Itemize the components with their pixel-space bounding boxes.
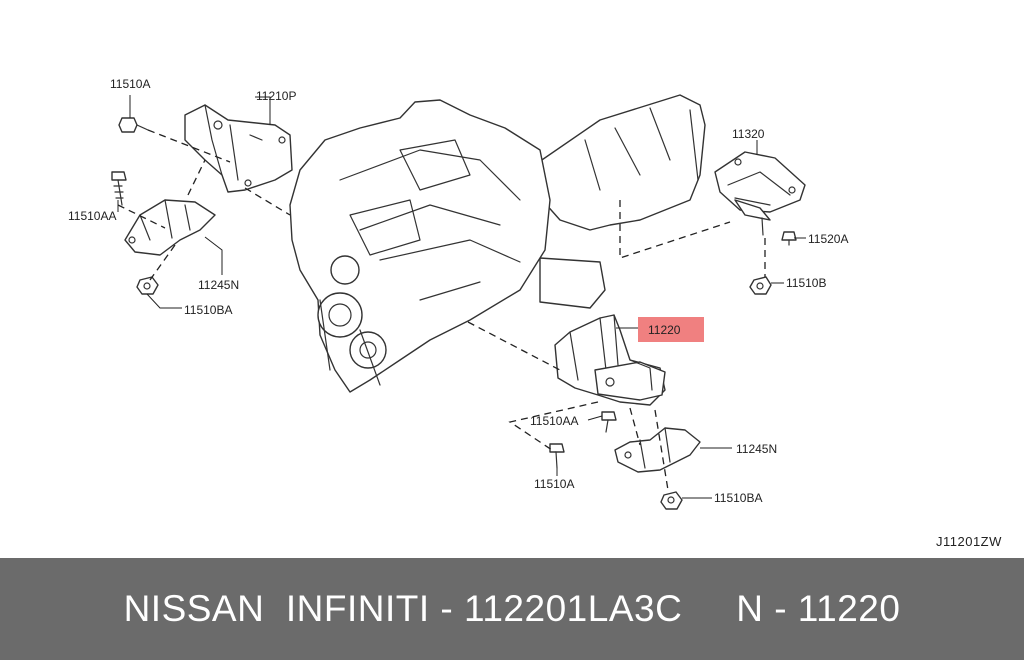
nut-11510B: [749, 276, 772, 295]
label-11510A-bottom: 11510A: [534, 477, 574, 491]
bolt-11510AA-bottom: [601, 411, 617, 433]
parts-diagram: 11510A 11210P 11510AA 11245N 11510BA 113…: [68, 77, 1002, 549]
bolt-11510A-bottom: [549, 443, 565, 469]
leader-lines: [117, 95, 806, 499]
nut-11510BA-left: [136, 276, 159, 295]
label-11510BA-left: 11510BA: [184, 303, 233, 317]
insulator-11245N-right: [614, 427, 701, 473]
bolt-11520A: [781, 231, 797, 246]
label-11510B: 11510B: [786, 276, 826, 290]
part-labels: 11510A 11210P 11510AA 11245N 11510BA 113…: [68, 77, 848, 505]
label-11220: 11220: [648, 323, 681, 337]
bolt-11510AA-left: [111, 171, 127, 206]
label-11510A-top: 11510A: [110, 77, 150, 91]
footer-part-info: NISSAN INFINITI - 112201LA3C N - 11220: [123, 588, 901, 629]
engine-mount-diagram-svg: 11510A 11210P 11510AA 11245N 11510BA 113…: [68, 77, 1002, 549]
insulator-11245N-left: [124, 199, 216, 256]
rear-mount-11320: [714, 151, 806, 236]
label-11510AA-left: 11510AA: [68, 209, 117, 223]
bracket-11210P: [184, 104, 293, 193]
label-11510AA-bottom: 11510AA: [530, 414, 579, 428]
nut-11510BA-bottom: [660, 491, 683, 510]
bracket-11220: [554, 314, 666, 406]
diagram-reference-code: J11201ZW: [936, 534, 1002, 549]
bolt-11510A-top: [118, 117, 149, 133]
label-11510BA-bottom: 11510BA: [714, 491, 763, 505]
footer-banner: NISSAN INFINITI - 112201LA3C N - 11220: [0, 558, 1024, 660]
assembly-dashed-lines: [117, 129, 766, 491]
engine-transmission-drawing: [289, 94, 706, 393]
label-11210P: 11210P: [256, 89, 296, 103]
highlight-box-11220: [638, 317, 704, 342]
label-11320: 11320: [732, 127, 765, 141]
label-11520A: 11520A: [808, 232, 848, 246]
label-11245N-left: 11245N: [198, 278, 239, 292]
label-11245N-right: 11245N: [736, 442, 777, 456]
